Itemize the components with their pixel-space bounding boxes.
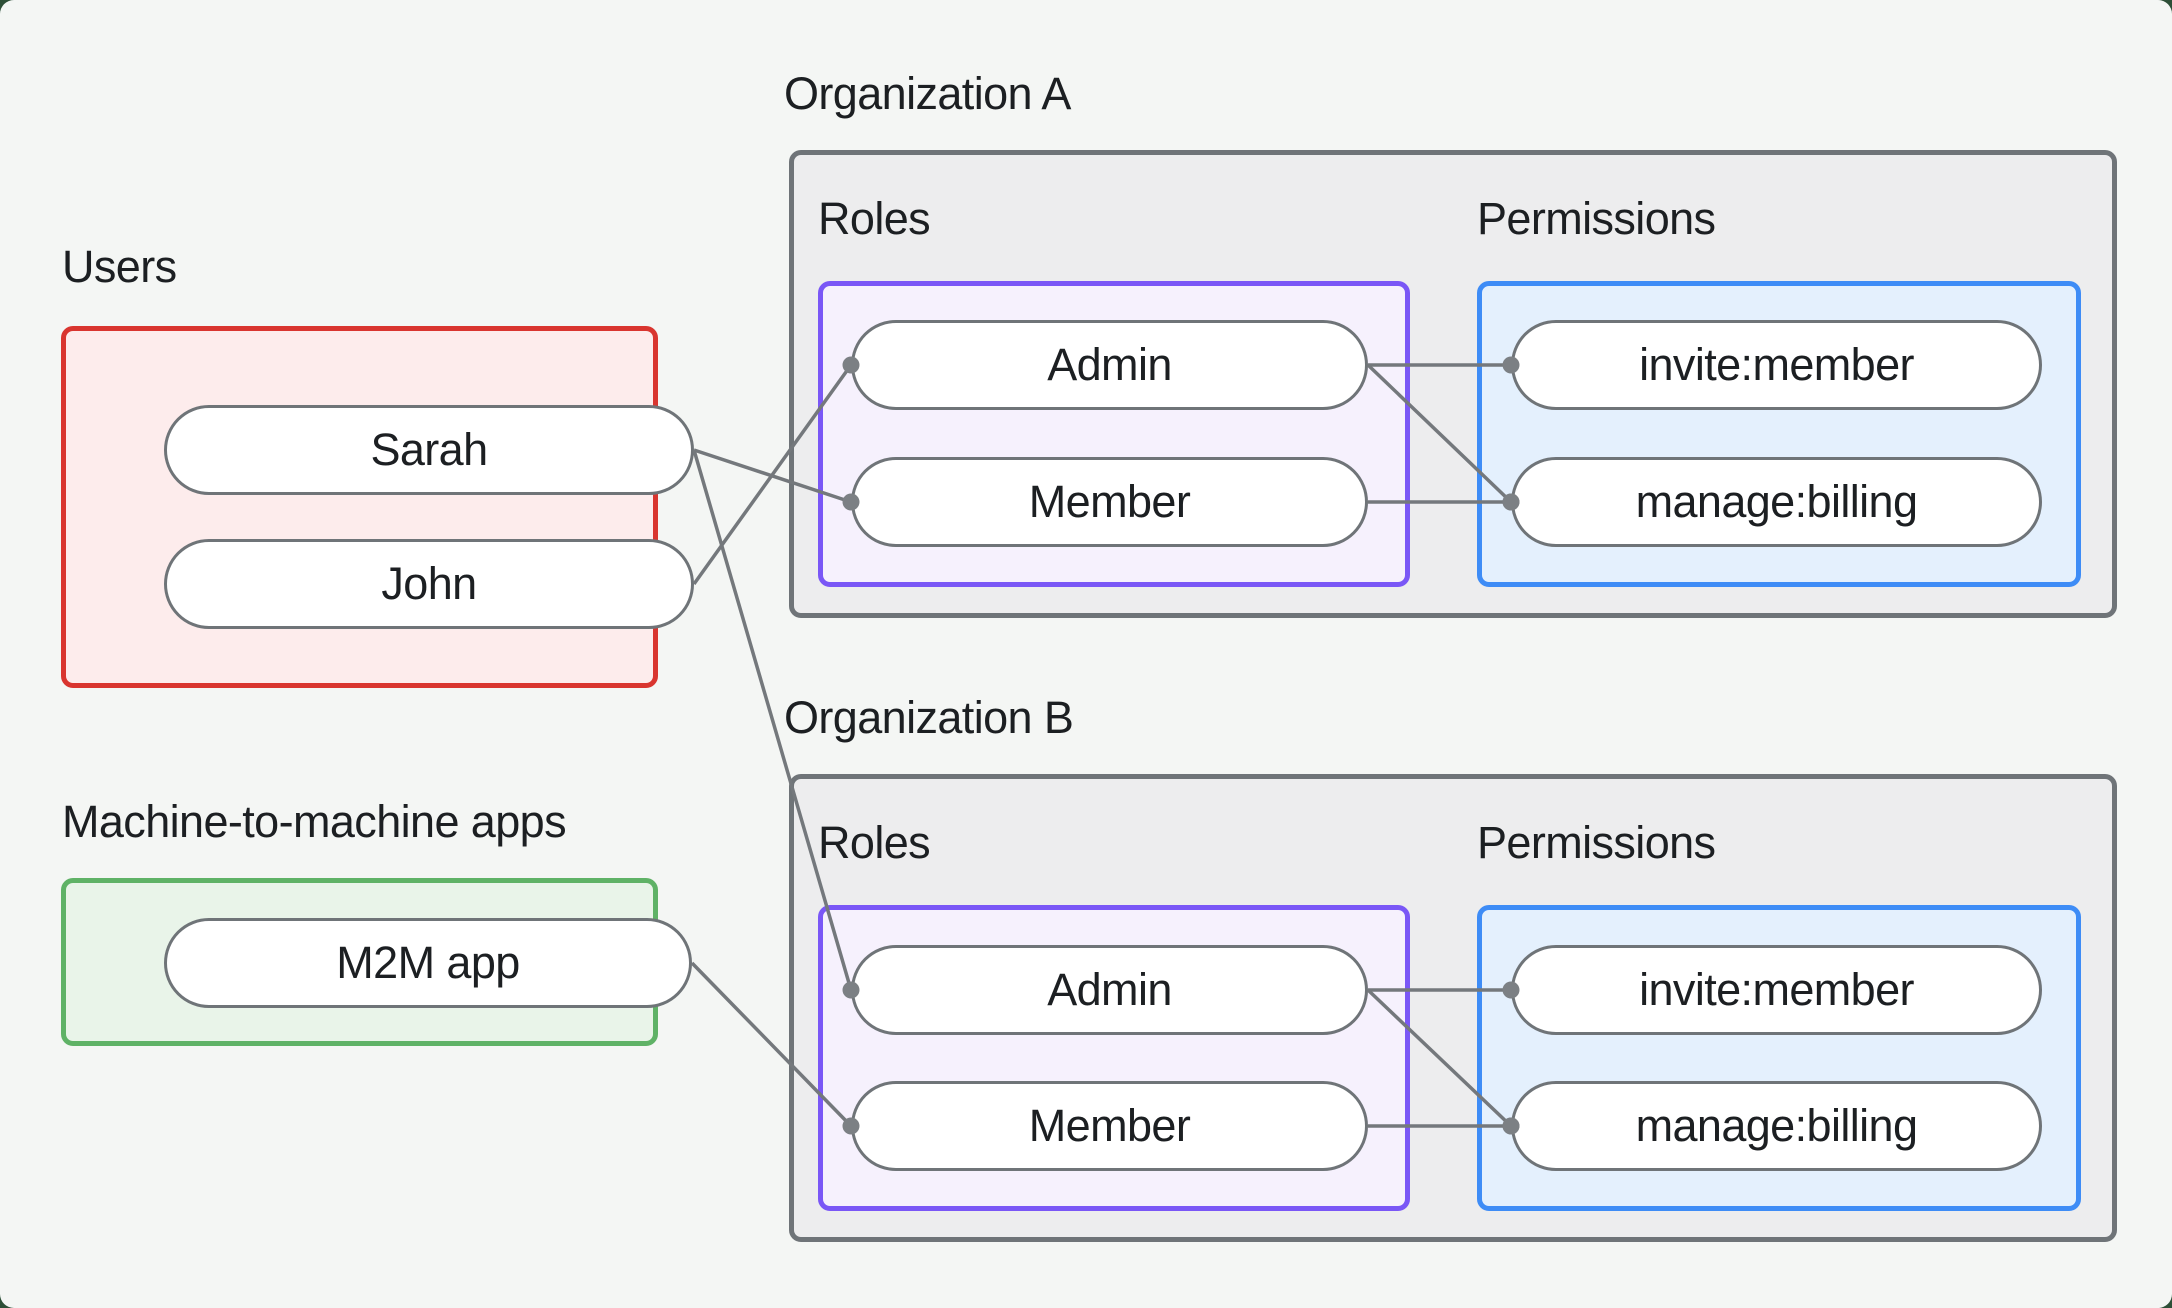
role-node-label: Member	[1028, 1100, 1191, 1151]
org-a-permissions-label: Permissions	[1477, 193, 1716, 244]
org-b-permissions-label: Permissions	[1477, 817, 1716, 868]
users-group-label: Users	[62, 241, 177, 292]
org-a-roles-label: Roles	[818, 193, 931, 244]
org-a-permission-manage-billing-node: manage:billing	[1511, 457, 2042, 547]
org-b-role-admin-node: Admin	[851, 945, 1368, 1035]
permission-node-label: invite:member	[1639, 964, 1914, 1015]
m2m-app-node: M2M app	[164, 918, 692, 1008]
user-node-sarah: Sarah	[164, 405, 694, 495]
org-b-title: Organization B	[784, 692, 1074, 743]
org-b-permission-manage-billing-node: manage:billing	[1511, 1081, 2042, 1171]
user-node-label: John	[381, 558, 477, 609]
m2m-group-box: M2M app	[61, 878, 692, 1046]
org-b-permission-invite-member-node: invite:member	[1511, 945, 2042, 1035]
m2m-group-label: Machine-to-machine apps	[62, 796, 567, 847]
org-a-permission-invite-member-node: invite:member	[1511, 320, 2042, 410]
role-node-label: Admin	[1047, 339, 1172, 390]
permission-node-label: manage:billing	[1635, 1100, 1918, 1151]
permission-node-label: manage:billing	[1635, 476, 1918, 527]
permission-node-label: invite:member	[1639, 339, 1914, 390]
org-a-title: Organization A	[784, 68, 1071, 119]
org-b-roles-label: Roles	[818, 817, 931, 868]
role-node-label: Member	[1028, 476, 1191, 527]
user-node-john: John	[164, 539, 694, 629]
m2m-node-label: M2M app	[336, 937, 520, 988]
users-group-box: Sarah John	[61, 326, 694, 688]
org-a-role-admin-node: Admin	[851, 320, 1368, 410]
org-b-role-member-node: Member	[851, 1081, 1368, 1171]
org-a-role-member-node: Member	[851, 457, 1368, 547]
role-node-label: Admin	[1047, 964, 1172, 1015]
user-node-label: Sarah	[370, 424, 488, 475]
